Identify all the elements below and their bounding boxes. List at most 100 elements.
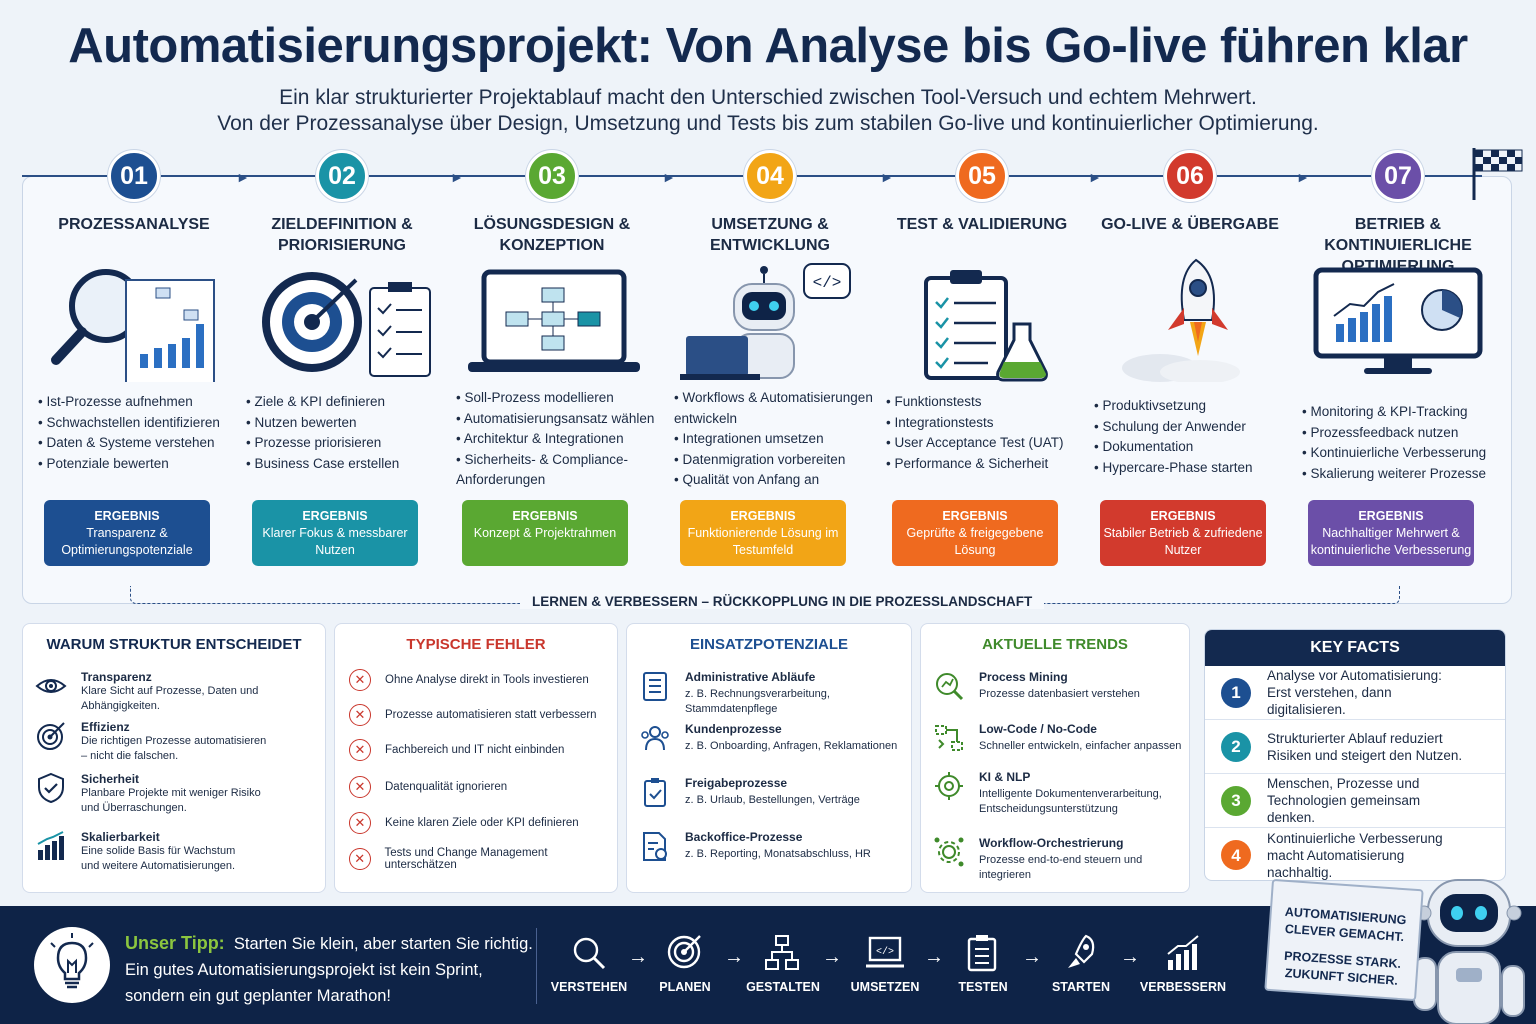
x-circle-icon: ✕ xyxy=(349,704,371,726)
warum-item-title: Effizienz xyxy=(81,720,130,734)
step-bullet: Ist-Prozesse aufnehmen xyxy=(38,392,238,413)
footer-arrow-icon: → xyxy=(1022,946,1042,968)
footer-arrow-icon: → xyxy=(822,946,842,968)
key-facts-title: KEY FACTS xyxy=(1205,630,1505,666)
footer-step-label: GESTALTEN xyxy=(746,980,820,994)
checklist-icon xyxy=(967,935,997,972)
footer-step: STARTEN xyxy=(1026,934,1136,994)
step-title: ZIELDEFINITION & PRIORISIERUNG xyxy=(271,216,413,254)
laptop-flowchart-icon xyxy=(468,269,640,372)
result-label: ERGEBNIS xyxy=(1358,509,1424,523)
step-title: LÖSUNGSDESIGN & KONZEPTION xyxy=(473,216,631,254)
result-label: ERGEBNIS xyxy=(730,509,796,523)
step-bullet: Prozessfeedback nutzen xyxy=(1302,423,1502,444)
step-bullet: Funktionstests xyxy=(886,392,1086,413)
footer-step: VERBESSERN xyxy=(1128,934,1238,994)
trend-item-title: KI & NLP xyxy=(979,770,1031,784)
report-document-icon xyxy=(643,832,667,861)
step-bullet: Skalierung weiterer Prozesse xyxy=(1302,464,1502,485)
step-bullet: Business Case erstellen xyxy=(246,454,446,475)
x-circle-icon: ✕ xyxy=(349,776,371,798)
step-number: 04 xyxy=(744,150,796,202)
trend-item-text: Prozesse end-to-end steuern und integrie… xyxy=(979,854,1143,881)
warum-item-title: Sicherheit xyxy=(81,772,140,786)
einsatz-item-text: z. B. Reporting, Monatsabschluss, HR xyxy=(685,848,871,860)
step-bullet: Kontinuierliche Verbesserung xyxy=(1302,443,1502,464)
footer-step-label: PLANEN xyxy=(659,980,711,994)
ai-chip-icon xyxy=(935,772,963,800)
warum-item-text: Eine solide Basis für Wachstum und weite… xyxy=(81,845,236,872)
result-label: ERGEBNIS xyxy=(302,509,368,523)
step-bullet: Integrationstests xyxy=(886,413,1086,434)
footer-arrow-icon: → xyxy=(1120,946,1140,968)
key-fact-text: Analyse vor Automatisierung: Erst verste… xyxy=(1267,668,1442,717)
target-icon xyxy=(37,722,65,750)
result-text: Konzept & Projektrahmen xyxy=(473,526,617,540)
step-bullet: Schulung der Anwender xyxy=(1094,417,1294,438)
magnifier-icon xyxy=(573,937,606,970)
result-text: Nachhaltiger Mehrwert & kontinuierliche … xyxy=(1310,526,1472,557)
fehler-item-text: Keine klaren Ziele oder KPI definieren xyxy=(385,817,579,829)
footer-step: GESTALTEN xyxy=(728,934,838,994)
step-bullet: Integrationen umsetzen xyxy=(674,429,874,450)
trends-title: AKTUELLE TRENDS xyxy=(982,636,1128,653)
footer-step-label: TESTEN xyxy=(958,980,1008,994)
fehler-item-text: Ohne Analyse direkt in Tools investieren xyxy=(385,674,589,686)
step-title: GO-LIVE & ÜBERGABE xyxy=(1101,216,1279,233)
step-bullets: Monitoring & KPI-TrackingProzessfeedback… xyxy=(1302,402,1502,484)
key-fact-number: 4 xyxy=(1221,840,1251,870)
step-bullet: Produktivsetzung xyxy=(1094,396,1294,417)
step-number: 05 xyxy=(956,150,1008,202)
magnifier-analysis-icon xyxy=(51,269,215,382)
step-number: 06 xyxy=(1164,150,1216,202)
step-result-box: ERGEBNIS Konzept & Projektrahmen xyxy=(462,500,628,566)
footer-step: VERSTEHEN xyxy=(534,934,644,994)
svg-text:</>: </> xyxy=(813,274,842,292)
einsatz-item-text: z. B. Urlaub, Bestellungen, Verträge xyxy=(685,794,860,806)
einsatz-item: Freigabeprozesse z. B. Urlaub, Bestellung… xyxy=(639,776,860,808)
trend-item-title: Workflow-Orchestrierung xyxy=(979,836,1124,850)
warum-title: WARUM STRUKTUR ENTSCHEIDET xyxy=(46,636,302,653)
step-number: 03 xyxy=(526,150,578,202)
key-fact-number: 3 xyxy=(1221,785,1251,816)
step-bullet: Automatisierungsansatz wählen xyxy=(456,409,656,430)
fehler-item-text: Datenqualität ignorieren xyxy=(385,781,508,793)
x-circle-icon: ✕ xyxy=(349,848,371,870)
key-fact-number: 2 xyxy=(1221,731,1251,762)
step-bullets: Ziele & KPI definierenNutzen bewertenPro… xyxy=(246,392,446,474)
timeline-arrow-icon: ► xyxy=(236,169,250,185)
step-bullet: Workflows & Automatisierungen entwickeln xyxy=(674,388,874,429)
process-mining-icon xyxy=(936,673,964,701)
step-bullet: Hypercare-Phase starten xyxy=(1094,458,1294,479)
x-circle-icon: ✕ xyxy=(349,812,371,834)
step-bullet: Potenziale bewerten xyxy=(38,454,238,475)
robot-sign: AUTOMATISIERUNG CLEVER GEMACHT. PROZESSE… xyxy=(1264,878,1424,1002)
einsatz-item-title: Administrative Abläufe xyxy=(685,670,816,684)
step-title: UMSETZUNG & ENTWICKLUNG xyxy=(710,216,830,254)
fehler-item-text: Tests und Change Management unterschätze… xyxy=(384,847,548,871)
step-bullet: Daten & Systeme verstehen xyxy=(38,433,238,454)
result-label: ERGEBNIS xyxy=(942,509,1008,523)
target-icon xyxy=(667,935,701,969)
einsatz-title: EINSATZPOTENZIALE xyxy=(689,636,849,653)
einsatz-item-title: Freigabeprozesse xyxy=(685,776,788,790)
tip-label: Unser Tipp: xyxy=(125,933,225,953)
x-circle-icon: ✕ xyxy=(349,669,371,691)
footer-step: </>UMSETZEN xyxy=(830,934,940,994)
timeline-arrow-icon: ► xyxy=(1296,169,1310,185)
result-label: ERGEBNIS xyxy=(512,509,578,523)
page-title: Automatisierungsprojekt: Von Analyse bis… xyxy=(68,19,1468,73)
result-text: Funktionierende Lösung im Testumfeld xyxy=(687,526,839,557)
result-text: Klarer Fokus & messbarer Nutzen xyxy=(262,526,408,557)
code-laptop-icon: </> xyxy=(866,936,904,968)
fehler-title: TYPISCHE FEHLER xyxy=(406,636,546,653)
warum-item-text: Planbare Projekte mit weniger Risiko und… xyxy=(81,787,261,814)
